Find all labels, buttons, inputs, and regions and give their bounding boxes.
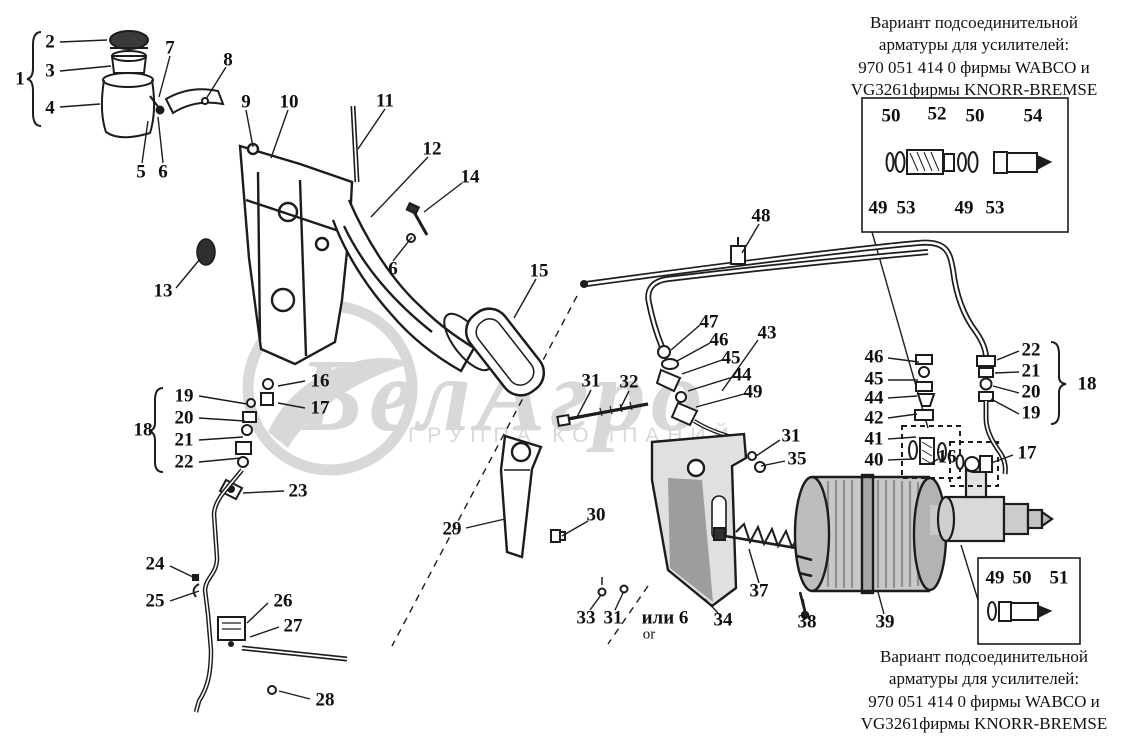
note-line: арматуры для усилителей: [878, 35, 1070, 55]
right-fittings-column [901, 354, 999, 487]
grouping-braces [26, 31, 1067, 473]
fluid-reservoir [100, 30, 165, 139]
note-line: арматуры для усилителей: [888, 669, 1080, 689]
screws-33-31 [597, 577, 629, 597]
note-line: 970 051 414 0 фирмы WABCO и [858, 57, 1090, 77]
inset-box-top [861, 97, 1069, 233]
note-line: VG3261фирмы KNORR-BREMSE [850, 80, 1098, 100]
mounting-bracket-34 [650, 432, 748, 608]
bolt-31-32 [556, 401, 649, 427]
hydraulic-pipe-left [192, 468, 348, 713]
note-bottom-right: Вариант подсоединительной арматуры для ус… [828, 646, 1140, 736]
pedal-pad [464, 307, 546, 397]
pushrod-fittings [218, 378, 274, 501]
bolt-14 [405, 201, 429, 243]
pipe-48 [580, 237, 989, 359]
plug-13 [196, 238, 216, 266]
inset-box-bottom [977, 557, 1081, 645]
washer-bolt-35 [747, 451, 766, 473]
spring-bolt-37 [713, 522, 803, 551]
master-cylinder [930, 462, 1054, 543]
wedge-lever-29 [499, 434, 543, 559]
note-line: Вариант подсоединительной [870, 13, 1078, 32]
note-line: VG3261фирмы KNORR-BREMSE [860, 714, 1108, 734]
watermark-logo-swoosh [268, 358, 410, 448]
note-line: Вариант подсоединительной [880, 647, 1088, 666]
note-top-right: Вариант подсоединительной арматуры для ус… [818, 12, 1130, 102]
pedal-bracket-assembly [238, 105, 476, 373]
brake-booster-39 [793, 473, 948, 620]
support-bracket-8 [164, 88, 225, 115]
note-line: 970 051 414 0 фирмы WABCO и [868, 691, 1100, 711]
right-pipe-fittings [976, 355, 1008, 475]
valve-parts-43-47 [655, 345, 742, 442]
